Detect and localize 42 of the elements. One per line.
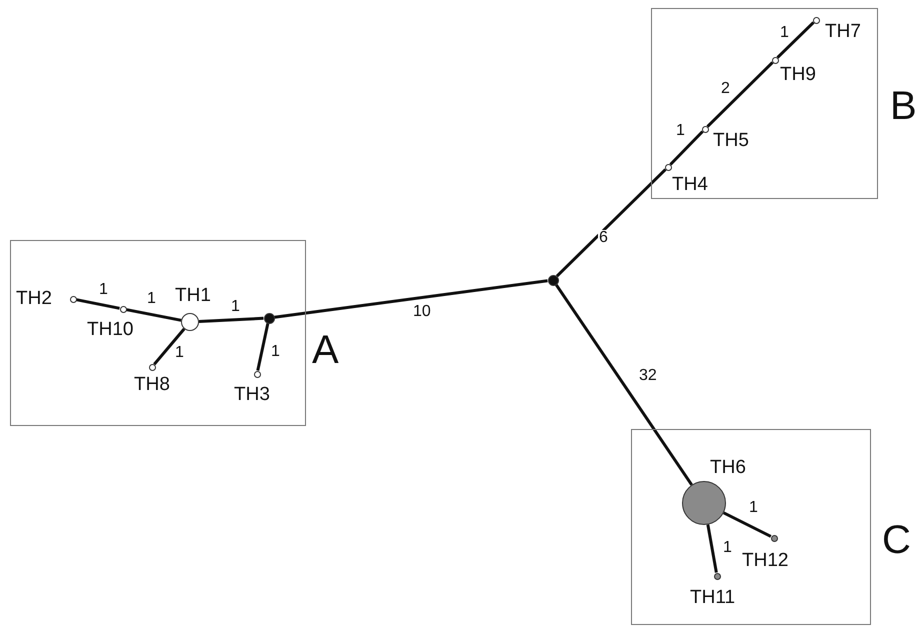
haplotype-label: TH12 (742, 551, 788, 571)
branch-line (723, 512, 772, 538)
haplotype-circle (181, 313, 199, 331)
group-letter: A (312, 330, 339, 370)
branch-line (76, 298, 120, 310)
haplotype-label: TH8 (134, 375, 170, 395)
haplotype-circle (812, 16, 820, 24)
haplotype-label: TH5 (713, 131, 749, 151)
haplotype-circle (254, 370, 260, 378)
branch-line (274, 279, 548, 319)
branch-line (126, 308, 182, 322)
branch-line (706, 524, 718, 573)
haplotype-label: TH10 (87, 320, 134, 340)
branch-line (669, 130, 704, 166)
median-vector-dot (264, 312, 274, 324)
haplotype-label: TH2 (16, 289, 52, 309)
haplotype-circle (148, 364, 156, 370)
haplotype-circle (120, 306, 126, 312)
haplotype-circle (664, 164, 672, 170)
haplotype-label: TH7 (825, 22, 861, 42)
branch-line (554, 284, 693, 486)
haplotype-circle (70, 296, 76, 302)
haplotype-label: TH1 (175, 286, 211, 306)
haplotype-circle (682, 481, 726, 525)
group-letter: C (882, 520, 911, 560)
branch-line (706, 61, 774, 128)
branch-line (556, 168, 667, 278)
haplotype-label: TH11 (690, 588, 736, 608)
haplotype-circle (714, 572, 720, 580)
haplotype-label: TH6 (710, 458, 746, 478)
haplotype-label: TH4 (672, 175, 708, 195)
haplotype-circle (770, 534, 778, 542)
haplotype-circle (772, 56, 778, 64)
haplotype-label: TH9 (780, 65, 816, 85)
group-letter: B (890, 86, 917, 126)
branch-line (198, 316, 264, 324)
branch-line (776, 21, 815, 59)
branch-line (256, 323, 270, 371)
haplotype-label: TH3 (234, 385, 270, 405)
branch-line (153, 328, 186, 366)
median-vector-dot (548, 274, 558, 286)
haplotype-circle (702, 126, 708, 132)
